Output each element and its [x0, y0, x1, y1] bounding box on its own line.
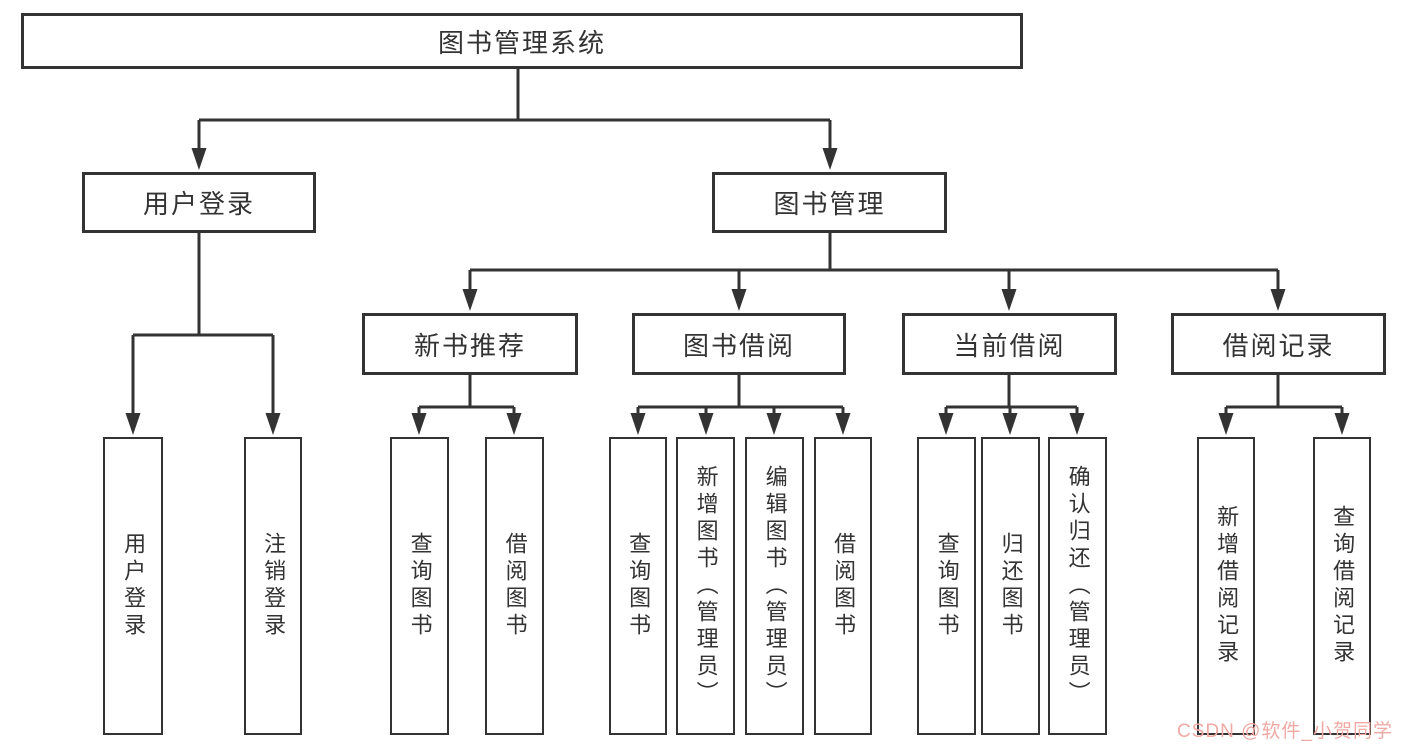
node-label: 图书管理系统 [437, 27, 606, 58]
leaf-recommend-query-books: 查询图书 [390, 437, 449, 735]
watermark-text: CSDN @软件_小贺同学 [1177, 721, 1393, 742]
leaf-borrowing-query-books: 查询图书 [609, 437, 667, 735]
leaf-current-confirm-return-admin: 确认归还（管理员） [1048, 437, 1107, 735]
node-borrowing-records: 借阅记录 [1171, 313, 1386, 375]
node-book-borrowing: 图书借阅 [632, 313, 846, 375]
leaf-current-return-books: 归还图书 [981, 437, 1040, 735]
node-label: 新书推荐 [413, 330, 526, 361]
node-label: 当前借阅 [953, 330, 1066, 361]
node-label: 编辑图书（管理员） [762, 464, 788, 708]
node-label: 借阅图书 [831, 532, 857, 640]
leaf-logout: 注销登录 [244, 437, 302, 735]
node-label: 借阅记录 [1222, 330, 1335, 361]
node-label: 查询图书 [407, 532, 433, 640]
leaf-records-query-borrow-record: 查询借阅记录 [1313, 437, 1371, 735]
leaf-borrowing-borrow-books: 借阅图书 [814, 437, 872, 735]
leaf-current-query-books: 查询图书 [917, 437, 976, 735]
node-label: 新增借阅记录 [1214, 505, 1240, 667]
leaf-user-login: 用户登录 [103, 437, 163, 735]
node-label: 注销登录 [261, 532, 287, 640]
leaf-recommend-borrow-books: 借阅图书 [485, 437, 544, 735]
leaf-borrowing-edit-books-admin: 编辑图书（管理员） [745, 437, 804, 735]
node-current-borrowing: 当前借阅 [902, 313, 1117, 375]
node-label: 查询图书 [626, 532, 652, 640]
node-label: 归还图书 [998, 532, 1024, 640]
node-book-management: 图书管理 [712, 172, 947, 233]
node-label: 查询借阅记录 [1330, 505, 1356, 667]
node-label: 确认归还（管理员） [1065, 464, 1091, 708]
node-label: 借阅图书 [502, 532, 528, 640]
node-user-login: 用户登录 [82, 172, 316, 233]
node-label: 新增图书（管理员） [693, 464, 719, 708]
leaf-records-add-borrow-record: 新增借阅记录 [1197, 437, 1255, 735]
leaf-borrowing-add-books-admin: 新增图书（管理员） [676, 437, 735, 735]
node-label: 用户登录 [142, 189, 255, 219]
node-new-book-recommendation: 新书推荐 [362, 313, 578, 375]
node-label: 用户登录 [121, 532, 147, 640]
node-label: 图书借阅 [682, 330, 795, 361]
node-library-management-system: 图书管理系统 [21, 13, 1023, 69]
node-label: 查询图书 [934, 532, 960, 640]
node-label: 图书管理 [773, 189, 886, 219]
